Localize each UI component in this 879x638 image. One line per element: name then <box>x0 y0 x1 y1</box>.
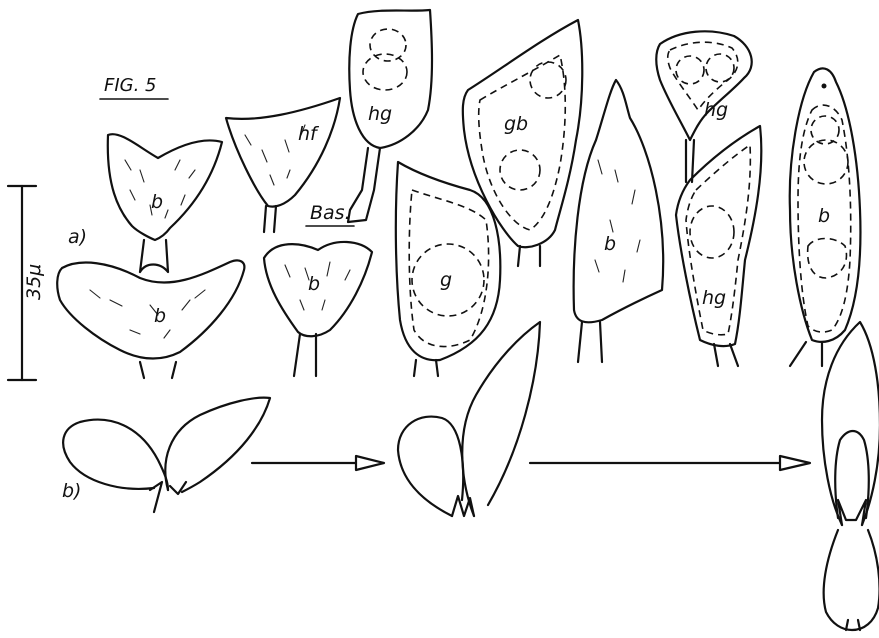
cell-b-tall: b <box>574 80 664 362</box>
cell-label-gb: gb <box>504 113 528 135</box>
scale-bar-label: 35μ <box>23 264 45 300</box>
cell-hg-elongated: hg <box>676 126 761 366</box>
basidium-label: Bas. <box>306 202 354 226</box>
panel-b-stage-3 <box>822 322 879 630</box>
panel-b-label: b) <box>62 480 81 502</box>
panel-b-stage-2 <box>398 322 540 516</box>
cell-label-b-3: b <box>308 273 320 295</box>
basidium-label-text: Bas. <box>310 202 351 224</box>
cell-label-hf: hf <box>298 123 320 145</box>
cell-label-g: g <box>440 269 452 291</box>
figure-title-text: FIG. 5 <box>104 75 157 96</box>
panel-a-label: a) <box>68 226 87 248</box>
arrow-2 <box>530 456 810 470</box>
cell-hg-with-basidium: hg <box>348 10 432 222</box>
cell-b-banana-shape: b <box>57 260 244 378</box>
cell-gb: gb <box>463 20 582 266</box>
cell-label-b-2: b <box>154 305 166 327</box>
scale-bar: 35μ <box>8 186 45 380</box>
cell-b-long-right: b <box>790 68 861 366</box>
figure-title: FIG. 5 <box>100 75 168 99</box>
cell-label-hg-1: hg <box>368 103 392 125</box>
arrow-1 <box>252 456 384 470</box>
panel-b-stage-1 <box>63 398 270 512</box>
cell-label-hg-2: hg <box>704 99 728 121</box>
cell-label-hg-3: hg <box>702 287 726 309</box>
cell-label-b-5: b <box>818 205 830 227</box>
cell-b-small: b <box>264 242 372 376</box>
cell-b-heart-shape: b <box>108 134 222 272</box>
cell-label-b-1: b <box>151 191 163 213</box>
cell-g-large: g <box>396 162 501 376</box>
cell-label-b-4: b <box>604 233 616 255</box>
cell-hg-small: hg <box>656 31 751 182</box>
